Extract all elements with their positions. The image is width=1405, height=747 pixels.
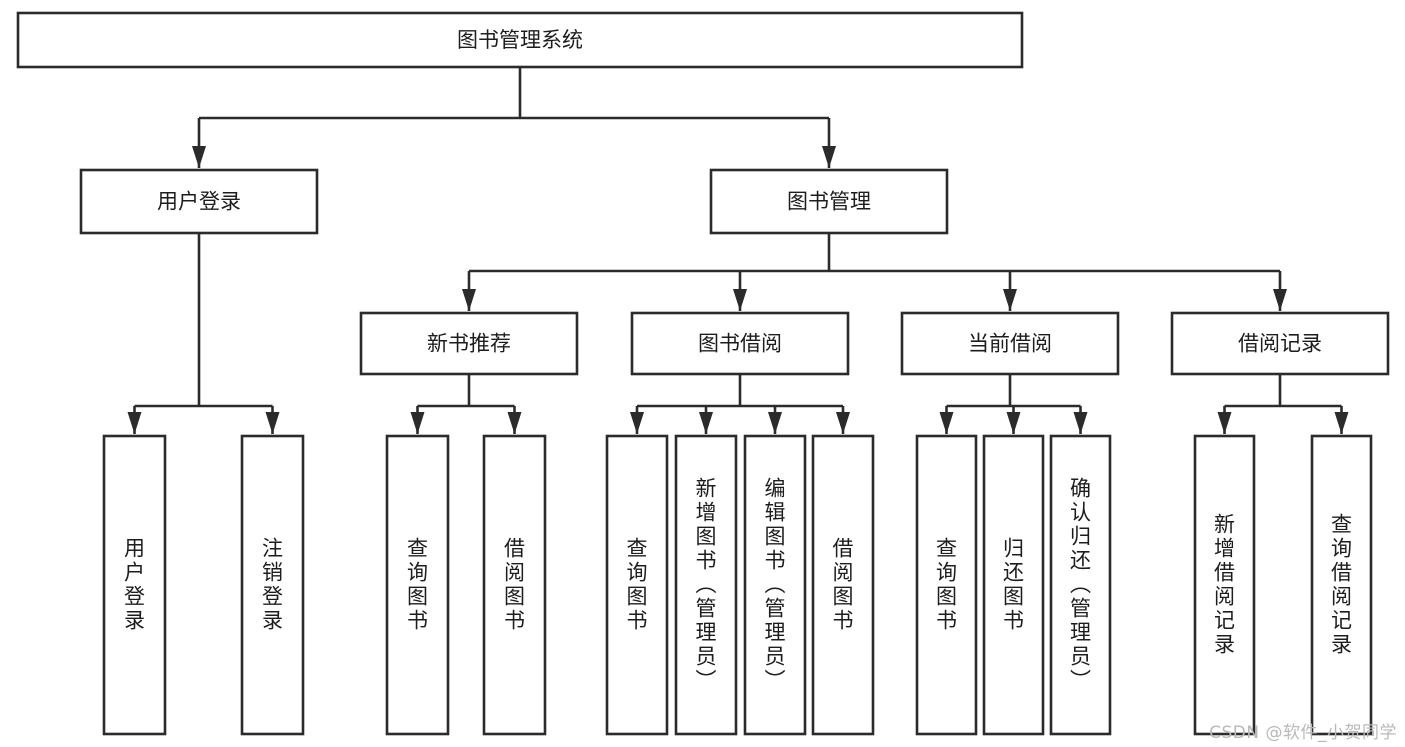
arrow-head-icon [1073,412,1088,434]
arrow-head-icon [733,289,747,311]
node-borrow-record[interactable]: 借阅记录 [1170,311,1390,376]
node-label: 用户登录 [157,190,241,214]
arrow-head-icon [127,412,142,434]
node-box [630,311,850,376]
node-label: 当前借阅 [968,332,1052,356]
node-leaf-add-borrow-record[interactable]: 新增借阅记录 [1193,434,1256,736]
node-box [385,434,450,736]
node-box [102,434,167,736]
node-label: 查询图书 [936,537,957,633]
node-box [915,434,978,736]
node-leaf-add-book-admin[interactable]: 新增图书︵管理员︶ [674,434,738,736]
arrow-head-icon [265,412,280,434]
node-leaf-borrow-book[interactable]: 借阅图书 [811,434,875,736]
arrow-head-icon [1003,289,1017,311]
arrow-head-icon [462,289,476,311]
node-box [1049,434,1112,736]
node-leaf-borrow-book-rec[interactable]: 借阅图书 [482,434,547,736]
arrow-head-icon [410,412,425,434]
node-label: 图书管理 [787,190,871,214]
node-box [674,434,738,736]
node-label: 查询借阅记录 [1331,513,1352,657]
node-label: 查询图书 [407,537,428,633]
arrow-head-icon [1006,412,1021,434]
node-leaf-logout[interactable]: 注销登录 [240,434,305,736]
node-label: 图书借阅 [698,332,782,356]
arrow-head-icon [1273,289,1287,311]
node-label: 新增图书︵管理员︶ [696,477,717,693]
node-box [16,11,1024,69]
node-label: 编辑图书︵管理员︶ [765,477,786,693]
node-box [1170,311,1390,376]
node-box [1310,434,1373,736]
node-new-book-recommend[interactable]: 新书推荐 [359,311,579,376]
node-box [900,311,1120,376]
node-leaf-confirm-return-admin[interactable]: 确认归还︵管理员︶ [1049,434,1112,736]
arrow-head-icon [507,412,522,434]
arrow-head-icon [939,412,954,434]
node-leaf-query-book-borrow[interactable]: 查询图书 [605,434,669,736]
node-box [482,434,547,736]
node-label: 新增借阅记录 [1214,513,1235,657]
node-current-borrow[interactable]: 当前借阅 [900,311,1120,376]
arrow-head-icon [192,146,206,168]
node-book-borrow[interactable]: 图书借阅 [630,311,850,376]
node-book-manage[interactable]: 图书管理 [709,168,949,235]
node-label: 借阅图书 [833,537,854,633]
node-box [240,434,305,736]
node-root[interactable]: 图书管理系统 [16,11,1024,69]
node-leaf-query-borrow-record[interactable]: 查询借阅记录 [1310,434,1373,736]
node-label: 确认归还︵管理员︶ [1070,477,1091,693]
node-label: 借阅图书 [504,537,525,633]
arrow-head-icon [822,146,836,168]
arrow-head-icon [1217,412,1232,434]
node-leaf-edit-book-admin[interactable]: 编辑图书︵管理员︶ [743,434,807,736]
node-box [359,311,579,376]
arrow-head-icon [1334,412,1349,434]
node-box [743,434,807,736]
node-leaf-user-login[interactable]: 用户登录 [102,434,167,736]
arrow-head-icon [768,412,782,434]
arrow-head-icon [630,412,644,434]
node-box [605,434,669,736]
node-leaf-return-book[interactable]: 归还图书 [982,434,1045,736]
node-label: 查询图书 [627,537,648,633]
node-label: 借阅记录 [1238,332,1322,356]
node-box [709,168,949,235]
node-leaf-query-book-current[interactable]: 查询图书 [915,434,978,736]
node-label: 图书管理系统 [457,28,583,52]
node-user-login[interactable]: 用户登录 [79,168,319,235]
node-box [79,168,319,235]
node-box [811,434,875,736]
node-leaf-query-book-rec[interactable]: 查询图书 [385,434,450,736]
arrow-head-icon [699,412,713,434]
node-label: 新书推荐 [427,332,511,356]
node-box [982,434,1045,736]
node-label: 注销登录 [262,537,283,633]
node-box [1193,434,1256,736]
node-label: 用户登录 [124,537,145,633]
node-label: 归还图书 [1003,537,1024,633]
arrow-head-icon [836,412,850,434]
